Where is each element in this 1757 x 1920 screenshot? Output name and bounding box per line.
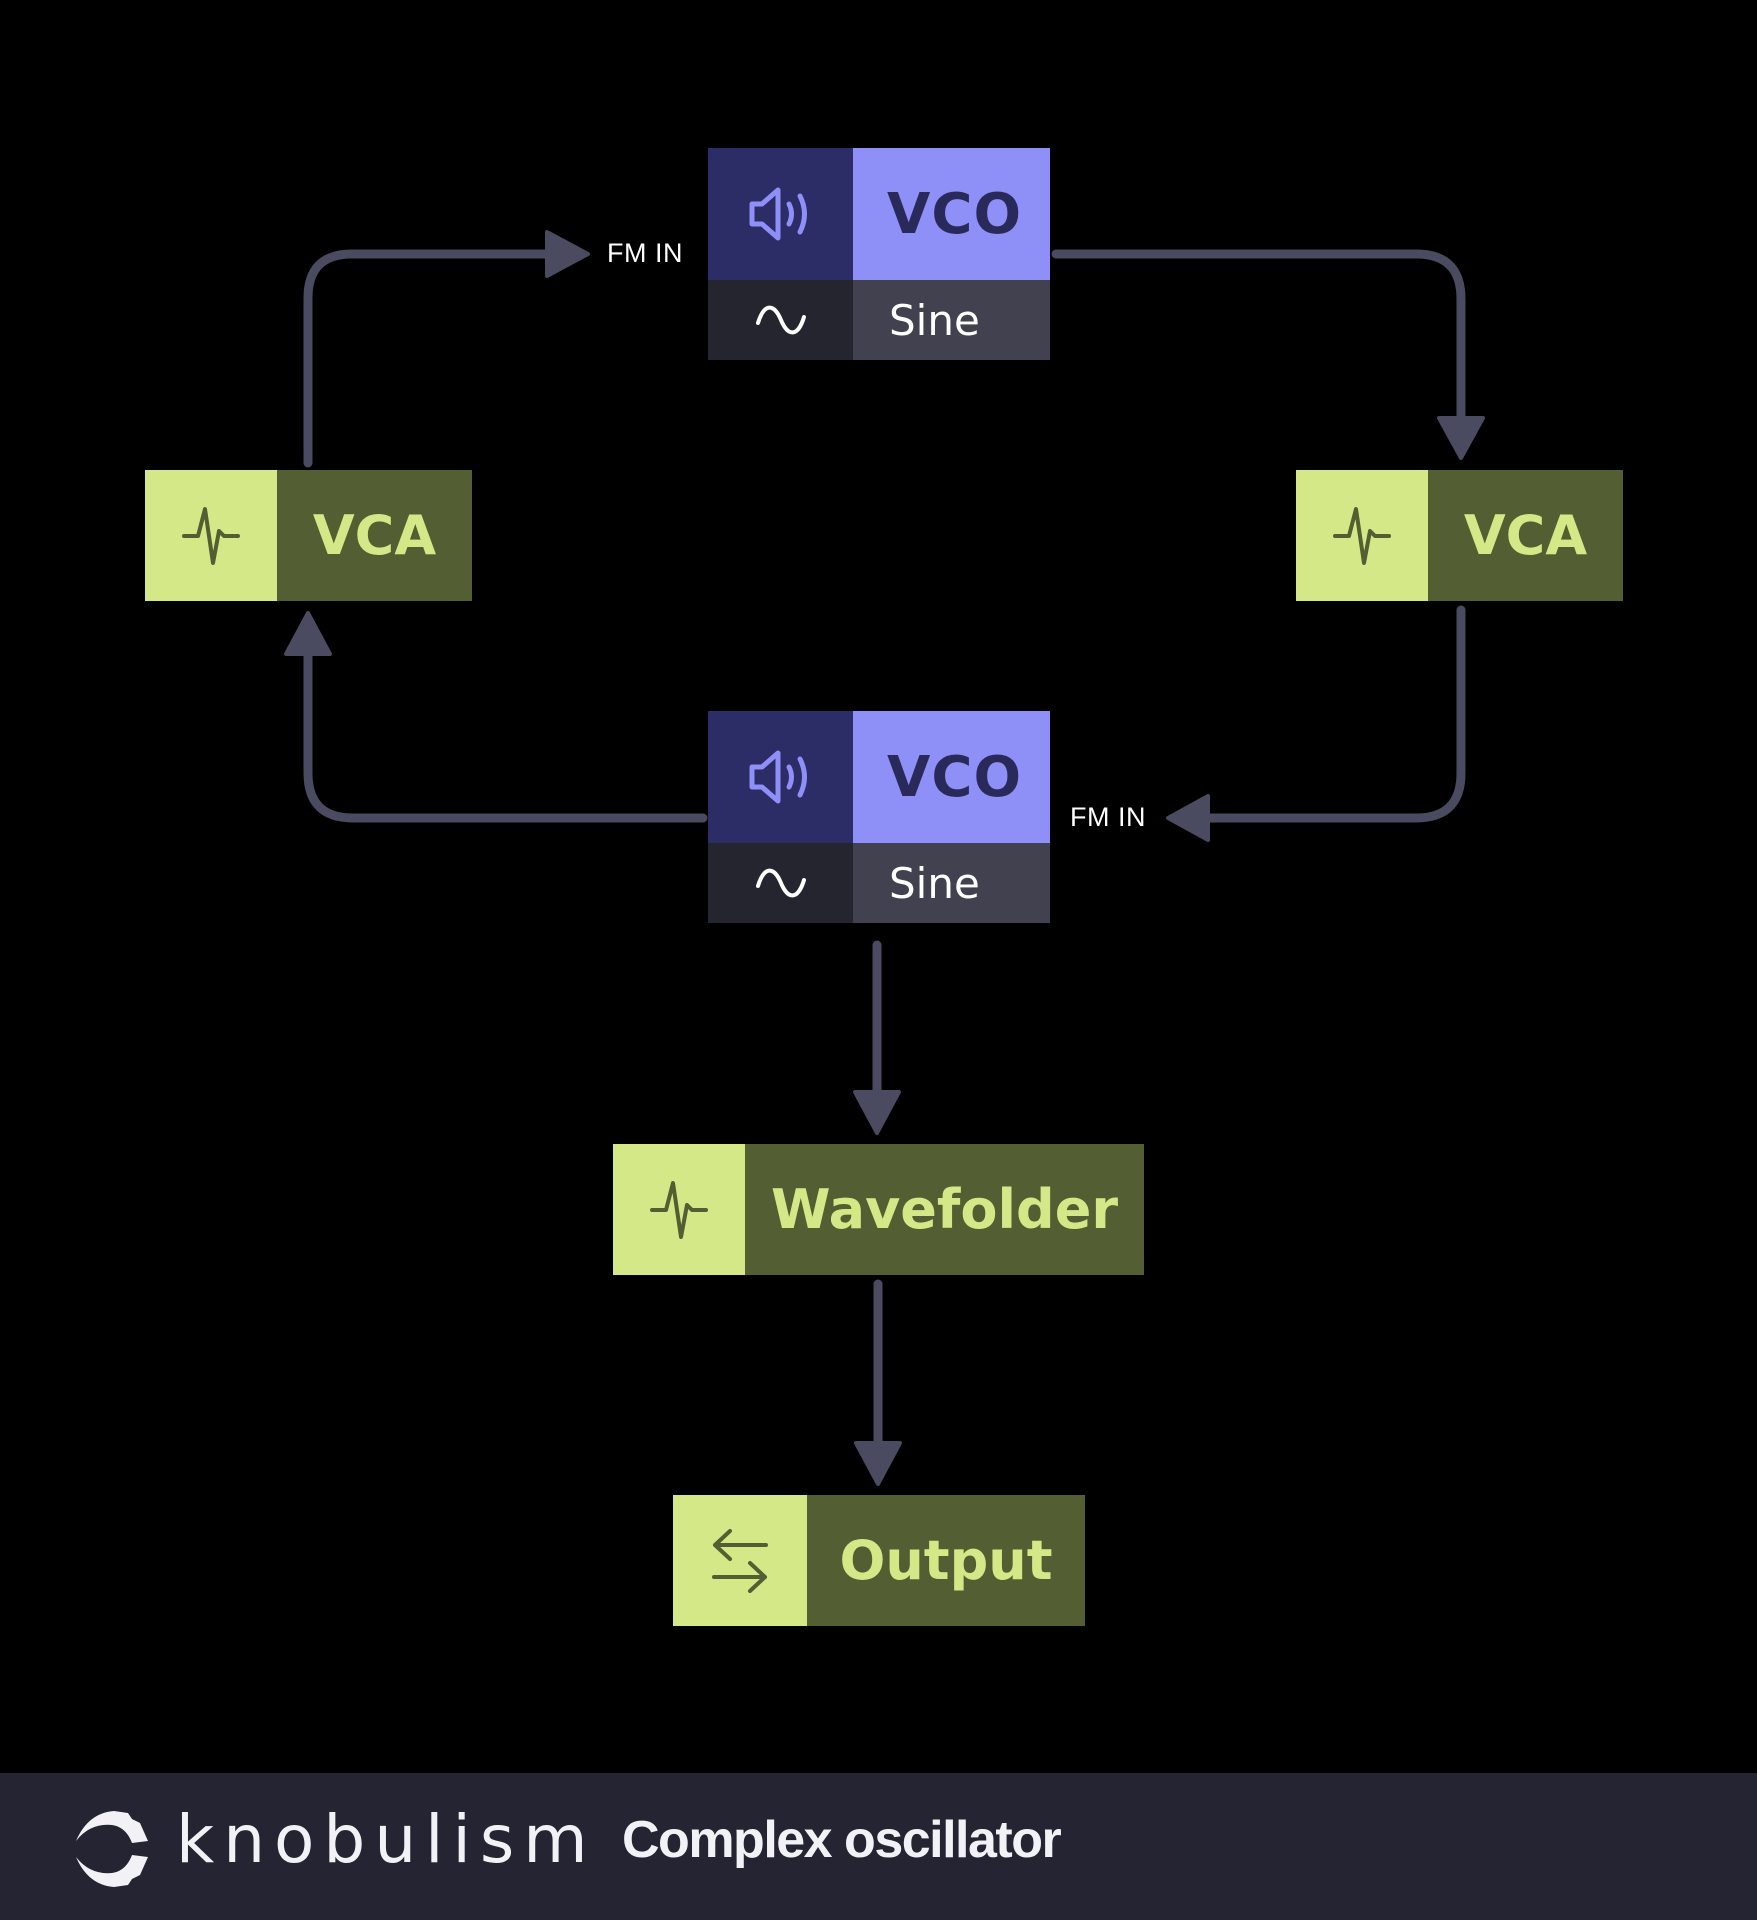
waveform-icon-cell <box>708 843 853 923</box>
arrowhead-output <box>854 1441 902 1486</box>
fm-in-label-top: FM IN <box>607 238 683 268</box>
waveform-label: Sine <box>889 295 980 345</box>
waveform-icon-cell <box>708 280 853 360</box>
waveform-label: Sine <box>889 858 980 908</box>
vca-icon-cell <box>1296 470 1428 601</box>
knob-logo-icon <box>76 1811 148 1887</box>
output-node[interactable]: Output <box>673 1495 1085 1626</box>
wavefolder-icon-cell <box>613 1144 745 1275</box>
pulse-icon <box>650 1180 708 1239</box>
sine-wave-icon <box>755 868 806 898</box>
output-icon-cell <box>673 1495 807 1626</box>
vco-title: VCO <box>887 181 1023 247</box>
arrowhead-vca-right <box>1437 416 1485 460</box>
vco-title-cell: VCO <box>853 148 1050 280</box>
vca-title-cell: VCA <box>277 470 472 601</box>
vca-title: VCA <box>1463 504 1588 567</box>
arrowhead-fm-in-top <box>545 230 590 278</box>
vca-node-right[interactable]: VCA <box>1296 470 1623 601</box>
vco-title: VCO <box>887 744 1023 810</box>
wire-vco-bottom-to-vca-left <box>303 647 708 823</box>
output-title: Output <box>839 1529 1053 1592</box>
wavefolder-node[interactable]: Wavefolder <box>613 1144 1144 1275</box>
vca-node-left[interactable]: VCA <box>145 470 472 601</box>
vco-icon-cell <box>708 148 853 280</box>
fm-in-label-bottom: FM IN <box>1070 802 1146 832</box>
vca-title: VCA <box>312 504 437 567</box>
vco-node-top[interactable]: VCO Sine <box>708 148 1050 360</box>
brand-name: knobulism <box>176 1801 597 1878</box>
arrowhead-vca-left <box>284 611 332 656</box>
vco-node-bottom[interactable]: VCO Sine <box>708 711 1050 923</box>
waveform-label-cell[interactable]: Sine <box>853 280 1050 360</box>
footer-bar: knobulism Complex oscillator <box>0 1773 1757 1920</box>
vca-title-cell: VCA <box>1428 470 1623 601</box>
speaker-icon <box>749 187 807 241</box>
pulse-icon <box>182 506 240 565</box>
wire-vca-right-to-vco-bottom <box>1200 605 1466 823</box>
vca-icon-cell <box>145 470 277 601</box>
sine-wave-icon <box>755 305 806 335</box>
arrowhead-fm-in-bottom <box>1166 794 1210 842</box>
arrowhead-wavefolder <box>853 1090 901 1135</box>
wire-vco-top-to-vca-right <box>1051 249 1466 425</box>
vco-icon-cell <box>708 711 853 843</box>
vco-title-cell: VCO <box>853 711 1050 843</box>
wavefolder-title: Wavefolder <box>771 1178 1118 1241</box>
speaker-icon <box>749 750 807 804</box>
waveform-label-cell[interactable]: Sine <box>853 843 1050 923</box>
diagram-caption: Complex oscillator <box>622 1811 1062 1869</box>
wire-vca-left-to-vco-top <box>303 249 557 468</box>
output-title-cell: Output <box>807 1495 1085 1626</box>
wavefolder-title-cell: Wavefolder <box>745 1144 1144 1275</box>
swap-arrows-icon <box>712 1528 768 1593</box>
pulse-icon <box>1333 506 1391 565</box>
